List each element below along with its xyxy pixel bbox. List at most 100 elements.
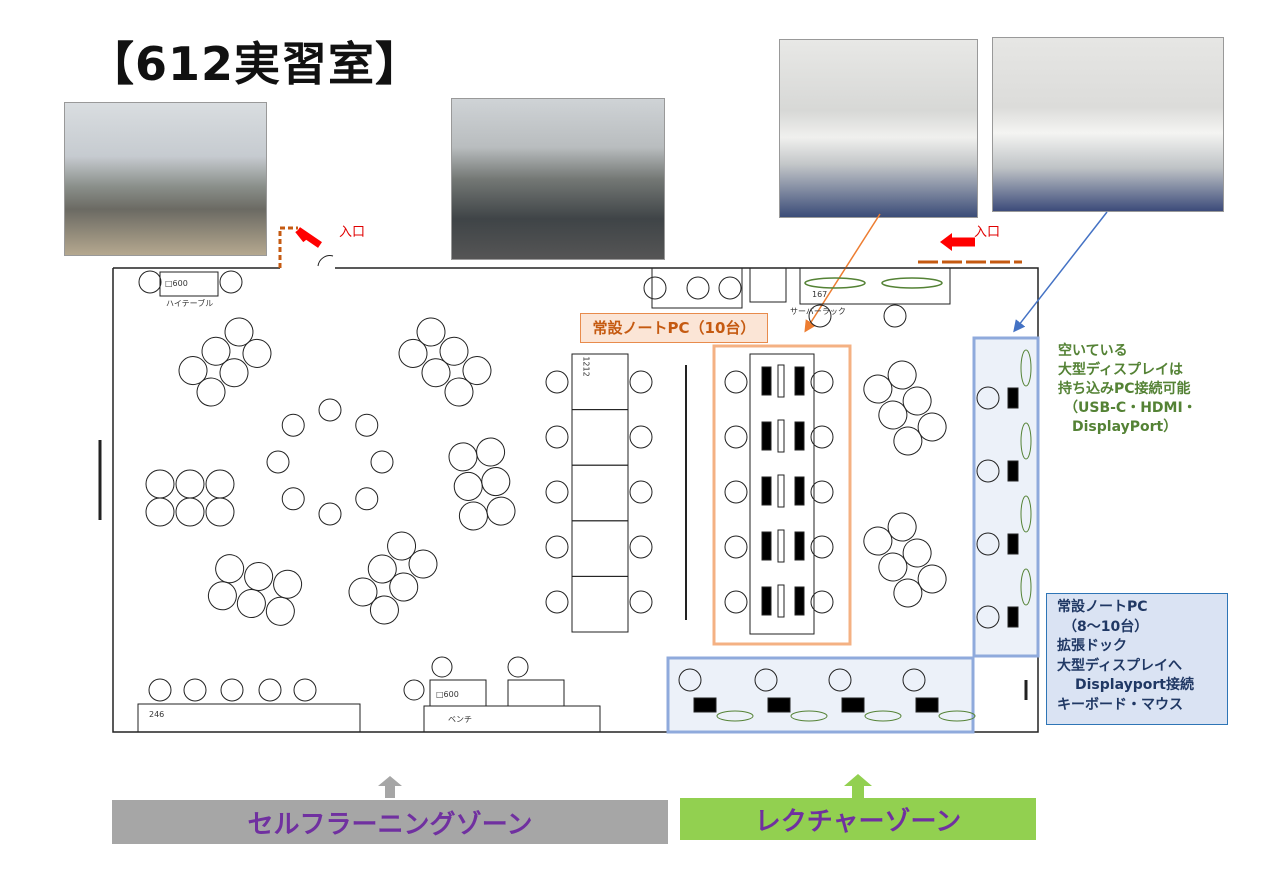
chair-icon bbox=[724, 425, 748, 449]
display-note: 空いている 大型ディスプレイは 持ち込みPC接続可能 （USB-C・HDMI・ … bbox=[1058, 342, 1197, 437]
chair-icon bbox=[138, 270, 162, 294]
chair-icon bbox=[486, 496, 516, 526]
chair-icon bbox=[629, 590, 653, 614]
chair-icon bbox=[878, 400, 908, 430]
chair-icon bbox=[258, 678, 282, 702]
chair-icon bbox=[355, 413, 379, 437]
bench-label: ベンチ bbox=[448, 715, 472, 724]
equipment-note-line: 大型ディスプレイへ bbox=[1057, 657, 1183, 674]
chair-icon bbox=[224, 317, 254, 347]
notebook-pc-icon bbox=[794, 421, 805, 451]
chair-icon bbox=[458, 501, 488, 531]
notebook-pc-icon bbox=[794, 366, 805, 396]
chair-icon bbox=[273, 569, 303, 599]
chair-icon bbox=[629, 370, 653, 394]
chair-icon bbox=[643, 276, 667, 300]
chair-icon bbox=[242, 338, 272, 368]
group-table bbox=[863, 360, 947, 456]
display-ellipse bbox=[790, 710, 828, 722]
chair-icon bbox=[145, 497, 175, 527]
chair-icon bbox=[887, 360, 917, 390]
chair-icon bbox=[196, 377, 226, 407]
display-icon bbox=[1007, 387, 1019, 409]
chair-icon bbox=[398, 338, 428, 368]
chair-icon bbox=[244, 561, 274, 591]
chair-icon bbox=[265, 596, 295, 626]
blue-pointer bbox=[1013, 211, 1108, 333]
desk bbox=[571, 464, 629, 522]
desk bbox=[571, 353, 629, 411]
arrow-up-lecture bbox=[844, 774, 872, 798]
chair-icon bbox=[976, 605, 1000, 629]
chair-icon bbox=[281, 487, 305, 511]
equipment-note-line: キーボード・マウス bbox=[1057, 696, 1183, 713]
chair-icon bbox=[416, 317, 446, 347]
notebook-pc-icon bbox=[761, 586, 772, 616]
chair-icon bbox=[207, 581, 237, 611]
display-ellipse bbox=[1020, 422, 1032, 460]
group-table bbox=[863, 512, 947, 608]
display-icon bbox=[841, 697, 865, 713]
chair-icon bbox=[754, 668, 778, 692]
chair-icon bbox=[175, 469, 205, 499]
chair-icon bbox=[629, 535, 653, 559]
display-ellipse bbox=[716, 710, 754, 722]
desk-divider bbox=[777, 584, 785, 618]
chair-icon bbox=[219, 358, 249, 388]
chair-icon bbox=[810, 590, 834, 614]
chair-icon bbox=[810, 425, 834, 449]
chair-icon bbox=[448, 442, 478, 472]
desk-divider bbox=[777, 419, 785, 453]
server-rack-label: サーバーラック bbox=[790, 307, 846, 316]
display-icon bbox=[1007, 460, 1019, 482]
chair-icon bbox=[421, 358, 451, 388]
equipment-note-line: 常設ノートPC bbox=[1057, 599, 1148, 615]
notebook-pc-icon bbox=[794, 531, 805, 561]
page-title: 【612実習室】 bbox=[88, 37, 423, 91]
display-note-line: 空いている bbox=[1058, 343, 1128, 359]
display-zone-right bbox=[972, 336, 1040, 658]
notebook-pc-icon bbox=[761, 531, 772, 561]
display-icon bbox=[767, 697, 791, 713]
chair-icon bbox=[902, 668, 926, 692]
equipment-note-line: Displayport接続 bbox=[1075, 677, 1194, 693]
chair-icon bbox=[810, 480, 834, 504]
chair-icon bbox=[810, 370, 834, 394]
high-table-size: □600 bbox=[165, 279, 188, 288]
chair-icon bbox=[893, 426, 923, 456]
chair-icon bbox=[808, 304, 832, 328]
chair-icon bbox=[724, 590, 748, 614]
display-icon bbox=[915, 697, 939, 713]
chair-icon bbox=[810, 535, 834, 559]
chair-icon bbox=[318, 502, 342, 526]
chair-icon bbox=[453, 471, 483, 501]
notebook-pc-icon bbox=[794, 586, 805, 616]
chair-icon bbox=[387, 531, 417, 561]
chair-icon bbox=[205, 469, 235, 499]
chair-icon bbox=[629, 425, 653, 449]
chair-icon bbox=[863, 374, 893, 404]
chair-icon bbox=[917, 412, 947, 442]
desk-number-1212: 1212 bbox=[581, 356, 591, 377]
group-table bbox=[448, 437, 516, 531]
display-note-line: 持ち込みPC接続可能 bbox=[1058, 381, 1191, 397]
chair-icon bbox=[883, 304, 907, 328]
display-icon bbox=[1007, 606, 1019, 628]
chair-icon bbox=[629, 480, 653, 504]
chair-icon bbox=[686, 276, 710, 300]
display-icon bbox=[1007, 533, 1019, 555]
desk-number-246: 246 bbox=[149, 710, 165, 719]
display-ellipse bbox=[864, 710, 902, 722]
chair-icon bbox=[236, 589, 266, 619]
chair-icon bbox=[718, 276, 742, 300]
chair-icon bbox=[444, 377, 474, 407]
bench-size: □600 bbox=[436, 690, 459, 699]
chair-icon bbox=[678, 668, 702, 692]
group-table bbox=[178, 317, 272, 407]
display-note-line: 大型ディスプレイは bbox=[1058, 362, 1184, 378]
group-table bbox=[145, 469, 235, 527]
desk-divider bbox=[777, 474, 785, 508]
desk bbox=[571, 520, 629, 577]
chair-icon bbox=[902, 538, 932, 568]
